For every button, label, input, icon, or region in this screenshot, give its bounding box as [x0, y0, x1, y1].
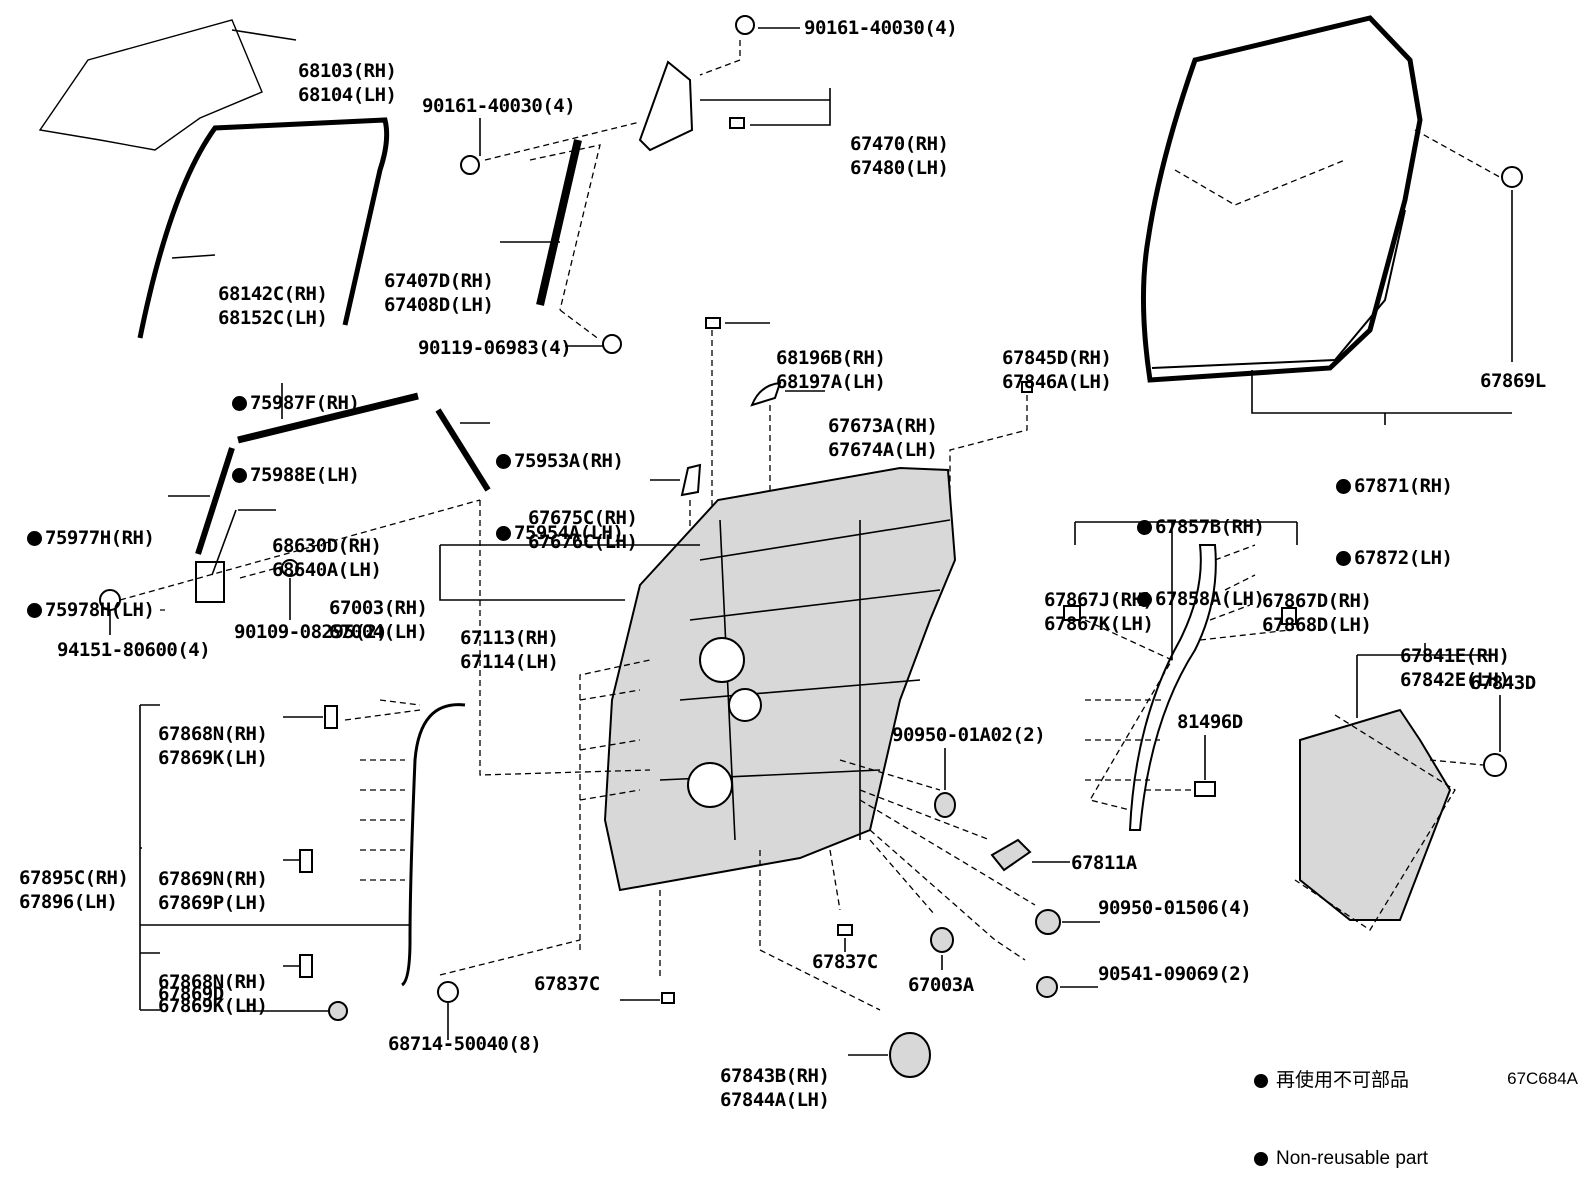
label-clip-top: 67845D(RH)67846A(LH): [1002, 347, 1112, 393]
non-reusable-dot: [27, 603, 42, 618]
door-glass: [38, 19, 263, 151]
label-harness-clip-b: 67869N(RH)67869P(LH): [158, 868, 268, 914]
label-bolt-top-center: 90161-40030(4): [422, 95, 576, 117]
harness-clip-b: [299, 849, 313, 873]
label-bolt-90109: 90109-08295(2): [234, 621, 388, 643]
label-nut-94151: 94151-80600(4): [57, 639, 211, 661]
legend-dot: [1254, 1074, 1268, 1088]
label-weatherstrip: 67871(RH) 67872(LH): [1336, 426, 1453, 570]
label-clip-81496d: 81496D: [1177, 711, 1243, 733]
label-front-molding: 75977H(RH) 75978H(LH): [27, 478, 155, 622]
plug-90950-01506: [1035, 909, 1061, 935]
label-screw-division: 90119-06983(4): [418, 337, 572, 359]
pad: [680, 463, 702, 497]
legend: 再使用不可部品 Non-reusable part: [1254, 1016, 1428, 1198]
rear-molding: [435, 408, 491, 492]
label-grommet-67843d: 67843D: [1470, 672, 1536, 694]
bolt-top-right: [735, 15, 755, 35]
wire-harness: [400, 703, 466, 987]
label-clip-67867j: 67867J(RH)67867K(LH): [1044, 589, 1154, 635]
harness-clip-d: [328, 1001, 348, 1021]
label-stopper: 68196B(RH)68197A(LH): [776, 347, 886, 393]
clip-67837c-left: [661, 992, 675, 1004]
label-cover: 67841E(RH)67842E(LH): [1400, 645, 1510, 691]
legend-en: Non-reusable part: [1254, 1146, 1428, 1172]
label-harness: 67895C(RH)67896(LH): [19, 867, 129, 913]
service-hole-cover: [889, 1032, 931, 1078]
clip-67837c-center: [837, 924, 853, 936]
non-reusable-dot: [1137, 592, 1152, 607]
weatherstrip-clip: [1501, 166, 1523, 188]
seal-67811a: [990, 838, 1032, 872]
label-plug-67003a: 67003A: [908, 974, 974, 996]
label-clip-68714: 68714-50040(8): [388, 1033, 542, 1055]
label-clip-67867d: 67867D(RH)67868D(LH): [1262, 590, 1372, 636]
label-harness-clip-c: 67868N(RH)67869K(LH): [158, 971, 268, 1017]
harness-clip-a: [324, 705, 338, 729]
door-inner-panel: [603, 466, 957, 892]
label-harness-clip-a: 67868N(RH)67869K(LH): [158, 723, 268, 769]
non-reusable-dot: [27, 531, 42, 546]
glass-run-channel: [137, 117, 390, 339]
harness-clip-c: [299, 954, 313, 978]
label-run-channel: 68142C(RH)68152C(LH): [218, 283, 328, 329]
clip-67867d: [1281, 607, 1297, 625]
clip-68714: [437, 981, 459, 1003]
screw-division: [602, 334, 622, 354]
plug-67003a: [930, 927, 954, 953]
non-reusable-dot: [496, 526, 511, 541]
clip-81496d: [1194, 781, 1216, 797]
label-hole-plug-90950-01a02: 90950-01A02(2): [892, 724, 1046, 746]
non-reusable-dot: [1336, 479, 1351, 494]
bolt-90109: [281, 559, 299, 577]
label-division-bar: 67407D(RH)67408D(LH): [384, 270, 494, 316]
label-seal-67811a: 67811A: [1071, 852, 1137, 874]
non-reusable-dot: [232, 468, 247, 483]
division-bar: [536, 139, 582, 306]
label-rear-molding: 75953A(RH) 75954A(LH): [496, 401, 624, 545]
diagram-code: 67C684A: [1507, 1069, 1578, 1088]
parts-diagram: [38, 15, 1523, 1078]
label-clip-67837c-left: 67837C: [534, 973, 600, 995]
quarter-window: [638, 60, 694, 152]
clip-top: [1021, 381, 1033, 393]
label-plug-90541-09069: 90541-09069(2): [1098, 963, 1252, 985]
bolt-top-center: [460, 155, 480, 175]
corner-piece: [750, 381, 782, 407]
label-corner-piece: 67673A(RH)67674A(LH): [828, 415, 938, 461]
label-bolt-top-right: 90161-40030(4): [804, 17, 958, 39]
label-glass: 68103(RH)68104(LH): [298, 60, 397, 106]
belt-molding: [237, 392, 419, 444]
front-molding: [195, 447, 235, 555]
label-plug-90950-01506: 90950-01506(4): [1098, 897, 1252, 919]
label-harness-clip-d: 67869D: [158, 983, 224, 1005]
non-reusable-dot: [496, 454, 511, 469]
door-weatherstrip: [1140, 15, 1423, 383]
label-hinge-bracket: 68630D(RH)68640A(LH): [272, 535, 382, 581]
clip-67867j: [1063, 605, 1081, 621]
non-reusable-dot: [1137, 520, 1152, 535]
label-weatherstrip-clip: 67869L: [1480, 370, 1546, 392]
label-door-outer-panel: 67113(RH)67114(LH): [460, 627, 559, 673]
label-clip-67837c-center: 67837C: [812, 951, 878, 973]
legend-jp: 再使用不可部品: [1254, 1068, 1428, 1094]
label-service-hole-cover: 67843B(RH)67844A(LH): [720, 1065, 830, 1111]
plug-90541-09069: [1036, 976, 1058, 998]
grommet-67843d: [1483, 753, 1507, 777]
non-reusable-dot: [232, 396, 247, 411]
hinge-bracket: [195, 561, 225, 603]
label-lower-seal: 67857B(RH) 67858A(LH): [1137, 467, 1265, 611]
lower-seal: [1128, 544, 1217, 831]
non-reusable-dot: [1336, 551, 1351, 566]
label-belt-molding: 75987F(RH) 75988E(LH): [232, 343, 360, 487]
label-quarter-window: 67470(RH)67480(LH): [850, 133, 949, 179]
hole-plug-90950-01a02: [934, 792, 956, 818]
legend-dot: [1254, 1152, 1268, 1166]
label-door-panel: 67003(RH)67004(LH): [329, 597, 428, 643]
cover-67841e: [1299, 708, 1452, 921]
stopper: [705, 317, 721, 329]
label-pad: 67675C(RH)67676C(LH): [528, 507, 638, 553]
